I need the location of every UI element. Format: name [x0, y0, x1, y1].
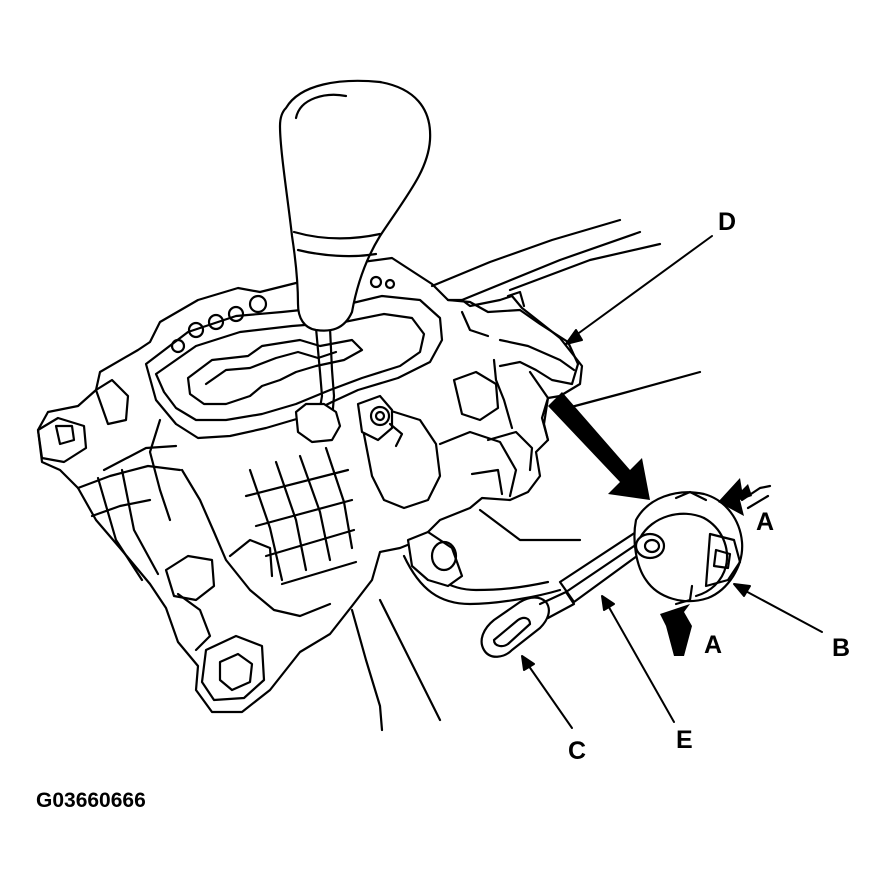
removal-arrow: [548, 392, 650, 500]
label-a-lower: A: [704, 631, 723, 659]
press-arrows-a: [660, 478, 752, 656]
cable-assembly: [402, 484, 772, 658]
shift-lock-connector: [356, 394, 404, 448]
shift-lever: [294, 326, 342, 444]
label-b: B: [832, 634, 851, 662]
figure-id: G03660666: [36, 789, 146, 812]
label-a-upper: A: [756, 508, 775, 536]
leader-lines: [521, 235, 823, 729]
label-c: C: [568, 737, 587, 765]
label-e: E: [676, 726, 693, 754]
shift-console-housing: [36, 218, 702, 732]
shift-knob: [278, 79, 432, 332]
label-d: D: [718, 208, 737, 236]
